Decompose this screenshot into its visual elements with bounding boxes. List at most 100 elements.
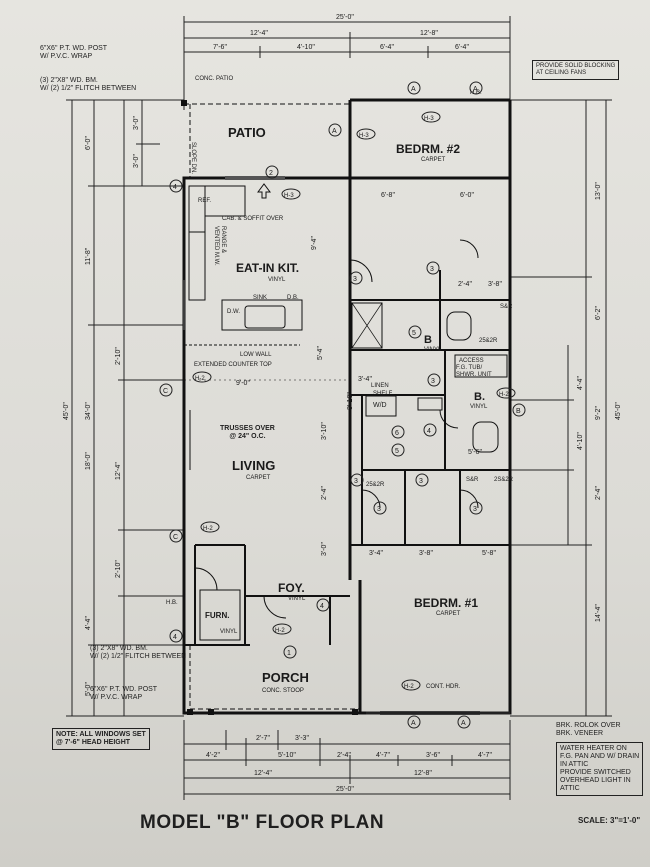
living-floor: CARPET — [246, 475, 271, 481]
dim-top-c: 6'-4" — [380, 44, 394, 51]
marker-h2-1: H-2 — [195, 376, 205, 382]
post-bottom-note: 6"X6" P.T. WD. POST W/ P.V.C. WRAP — [90, 686, 158, 701]
hb-left-note: H.B. — [166, 600, 178, 606]
marker-h2-3: H-2 — [275, 628, 285, 634]
foyer-label: FOY. — [278, 581, 305, 595]
marker-h3-2: H-3 — [424, 116, 434, 122]
page-title: MODEL "B" FLOOR PLAN — [140, 812, 385, 833]
marker-a-bot-left: A — [411, 720, 416, 727]
scale-label: SCALE: 3"=1'-0" — [578, 816, 641, 825]
dim-kit-height: 9'-4" — [311, 236, 318, 250]
blocking-note: PROVIDE SOLID BLOCKING AT CEILING FANS — [532, 60, 620, 80]
linen-note: LINEN — [371, 383, 389, 389]
marker-h2-4: H-2 — [404, 684, 414, 690]
dim-bot-c: 2'-4" — [337, 752, 351, 759]
wd-label: W/D — [373, 402, 387, 409]
dim-left-4: 4'-4" — [85, 616, 92, 630]
marker-3-a: 3 — [353, 276, 357, 283]
ext-counter-note: EXTENDED COUNTER TOP — [194, 362, 272, 368]
sr5-note: 2S&2R — [494, 477, 514, 483]
dim-hall-a: 3'-4" — [369, 550, 383, 557]
marker-4-d: 4 — [427, 428, 431, 435]
living-label: LIVING — [232, 458, 275, 473]
sink-note: SINK — [253, 295, 267, 301]
dim-right-6: 6'-2" — [595, 306, 602, 320]
dim-liv-a: 3'-10" — [321, 422, 328, 440]
marker-a-top-right: A — [473, 86, 478, 93]
dim-liv-d: 3'-0" — [321, 542, 328, 556]
dim-left-12: 12'-4" — [115, 462, 122, 480]
db-note: D.B. — [287, 295, 299, 301]
dim-bot-left: 12'-4" — [254, 770, 272, 777]
patio-label: PATIO — [228, 125, 266, 140]
marker-3-d: 3 — [419, 478, 423, 485]
low-wall-note: LOW WALL — [240, 352, 272, 358]
kitchen-floor: VINYL — [268, 277, 286, 283]
dim-hall-c: 5'-8" — [482, 550, 496, 557]
marker-h2-2: H-2 — [203, 526, 213, 532]
sr4-note: S&R — [466, 477, 479, 483]
dim-bot-d: 4'-7" — [376, 752, 390, 759]
dim-hall-b: 3'-8" — [419, 550, 433, 557]
beam-bottom-note: (3) 2"X8" WD. BM. W/ (2) 1/2" FLITCH BET… — [90, 645, 187, 660]
kitchen-label: EAT-IN KIT. — [236, 261, 299, 275]
dim-top-a: 7'-6" — [213, 44, 227, 51]
cont-hdr-note: CONT. HDR. — [426, 684, 461, 690]
post-top-note: 6"X6" P.T. WD. POST W/ P.V.C. WRAP — [40, 45, 108, 60]
dw-note: D.W. — [227, 309, 240, 315]
hb-top-note: H.B. — [470, 90, 482, 96]
dim-kit-width: 9'-0" — [236, 380, 250, 387]
dim-bot-b: 5'-10" — [278, 752, 296, 759]
marker-3-e: 3 — [473, 506, 477, 513]
dim-bot-overall: 25'-0" — [336, 786, 354, 793]
dim-bot-g: 2'-7" — [256, 735, 270, 742]
sr2-note: 25&2R — [479, 338, 498, 344]
ref-note: REF. — [198, 198, 211, 204]
dim-bath-z: 5'-6" — [468, 449, 482, 456]
slope-note: SLOPE DN. — [190, 142, 196, 175]
marker-h3-3: H-3 — [284, 193, 294, 199]
marker-3-f: 3 — [431, 378, 435, 385]
access-note: ACCESS — [459, 358, 484, 364]
marker-2: 2 — [269, 170, 273, 177]
marker-c-1: C — [163, 388, 168, 395]
dim-right-13: 13'-0" — [595, 182, 602, 200]
marker-a-bot-right: A — [461, 720, 466, 727]
sr3-note: 25&2R — [366, 482, 385, 488]
porch-label: PORCH — [262, 670, 309, 685]
porch-sub: CONC. STOOP — [262, 688, 304, 694]
dim-bot-right: 12'-8" — [414, 770, 432, 777]
bedroom1-label: BEDRM. #1 — [414, 596, 478, 610]
marker-c-2: C — [173, 534, 178, 541]
dim-bot-a: 4'-2" — [206, 752, 220, 759]
dim-right-14: 14'-4" — [595, 604, 602, 622]
dim-left-45: 45'-0" — [63, 402, 70, 420]
marker-3-b: 3 — [354, 478, 358, 485]
bedroom1-floor: CARPET — [436, 611, 461, 617]
conc-patio-note: CONC. PATIO — [195, 76, 233, 82]
dim-bot-f: 4'-7" — [478, 752, 492, 759]
dim-left-11: 11'-8" — [85, 247, 92, 265]
marker-a-top-left: A — [411, 86, 416, 93]
dim-left-6: 6'-0" — [85, 136, 92, 150]
water-heater-note: WATER HEATER ON F.G. PAN AND W/ DRAIN IN… — [556, 742, 644, 796]
dim-liv-c: 2'-4" — [321, 486, 328, 500]
marker-h2-5: H-2 — [499, 392, 509, 398]
marker-b: B — [516, 408, 521, 415]
tub-note: F.G. TUB/ SHWR. UNIT — [456, 365, 492, 378]
dim-right-2: 2'-4" — [595, 486, 602, 500]
cab-soffit-note: CAB. & SOFFIT OVER — [222, 216, 284, 222]
bath-b-floor: VINYL — [470, 404, 488, 410]
dim-bath-q: 3'-4" — [358, 376, 372, 383]
bedroom2-label: BEDRM. #2 — [396, 142, 460, 156]
dim-bot-h: 3'-3" — [295, 735, 309, 742]
marker-5: 5 — [412, 330, 416, 337]
dim-top-left: 12'-4" — [250, 30, 268, 37]
dim-right-45: 45'-0" — [615, 402, 622, 420]
dim-left-18: 18'-0" — [85, 452, 92, 470]
marker-4-c: 4 — [320, 603, 324, 610]
bath-a-label: B — [424, 334, 432, 346]
dim-liv-b: 3'-10" — [347, 392, 354, 410]
dim-bath-w: 2'-4" — [458, 281, 472, 288]
